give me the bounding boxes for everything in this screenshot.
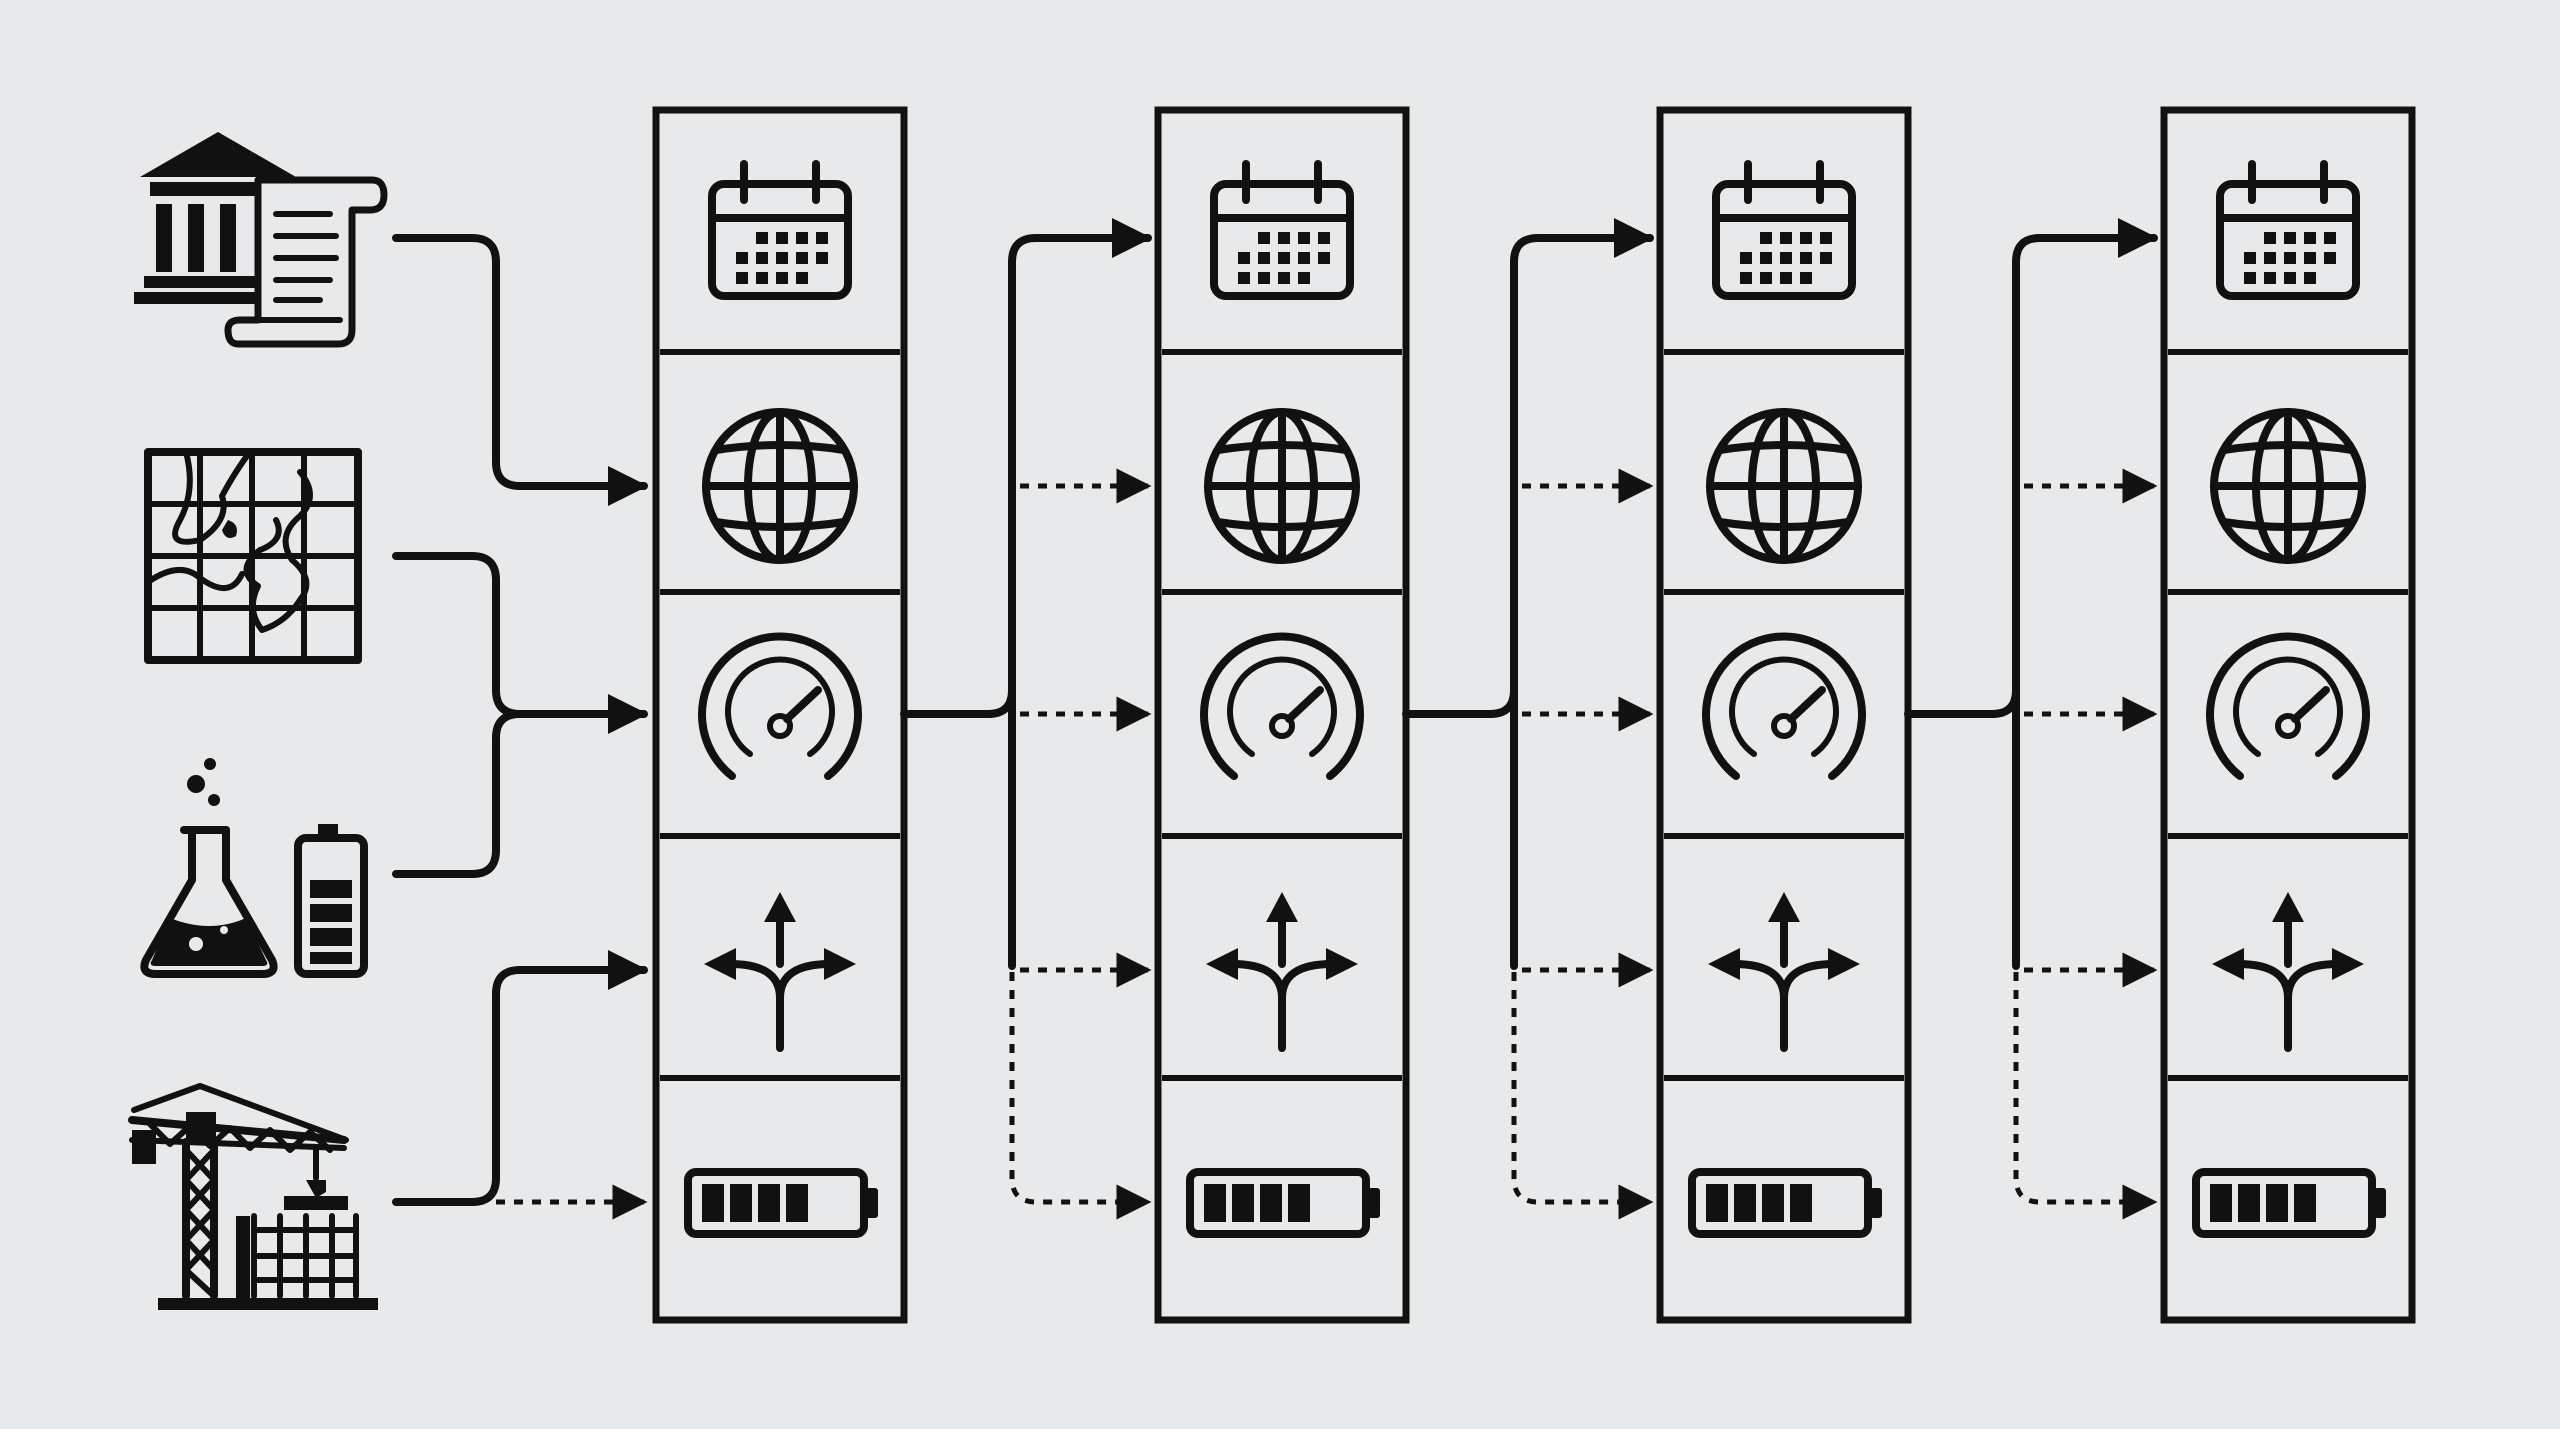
calendar-icon	[2220, 164, 2356, 296]
speedometer-icon	[1204, 637, 1360, 776]
globe-icon	[706, 412, 854, 560]
globe-icon	[2214, 412, 2362, 560]
split-arrows-icon	[704, 892, 856, 1048]
speedometer-icon	[702, 637, 858, 776]
stage-column-1	[652, 106, 908, 1324]
flask-and-battery-icon	[140, 758, 368, 978]
split-arrows-icon	[1708, 892, 1860, 1048]
globe-icon	[1710, 412, 1858, 560]
map-grid-icon	[144, 448, 362, 664]
stage-column-3	[1656, 106, 1912, 1324]
stage-connector-3	[1904, 218, 2158, 1220]
split-arrows-icon	[1206, 892, 1358, 1048]
battery-icon	[2196, 1172, 2386, 1234]
stage-column-2	[1154, 106, 1410, 1324]
calendar-icon	[1716, 164, 1852, 296]
globe-icon	[1208, 412, 1356, 560]
source-connectors	[392, 234, 648, 1220]
bank-with-document-icon	[134, 132, 388, 348]
stage-connector-1	[900, 218, 1152, 1220]
split-arrows-icon	[2212, 892, 2364, 1048]
speedometer-icon	[1706, 637, 1862, 776]
battery-icon	[1190, 1172, 1380, 1234]
calendar-icon	[1214, 164, 1350, 296]
battery-icon	[1692, 1172, 1882, 1234]
stage-frame	[2160, 106, 2416, 1324]
battery-icon	[688, 1172, 878, 1234]
stage-column-4	[2160, 106, 2416, 1324]
stage-connector-2	[1402, 218, 1654, 1220]
calendar-icon	[712, 164, 848, 296]
speedometer-icon	[2210, 637, 2366, 776]
crane-construction-icon	[128, 1083, 378, 1310]
